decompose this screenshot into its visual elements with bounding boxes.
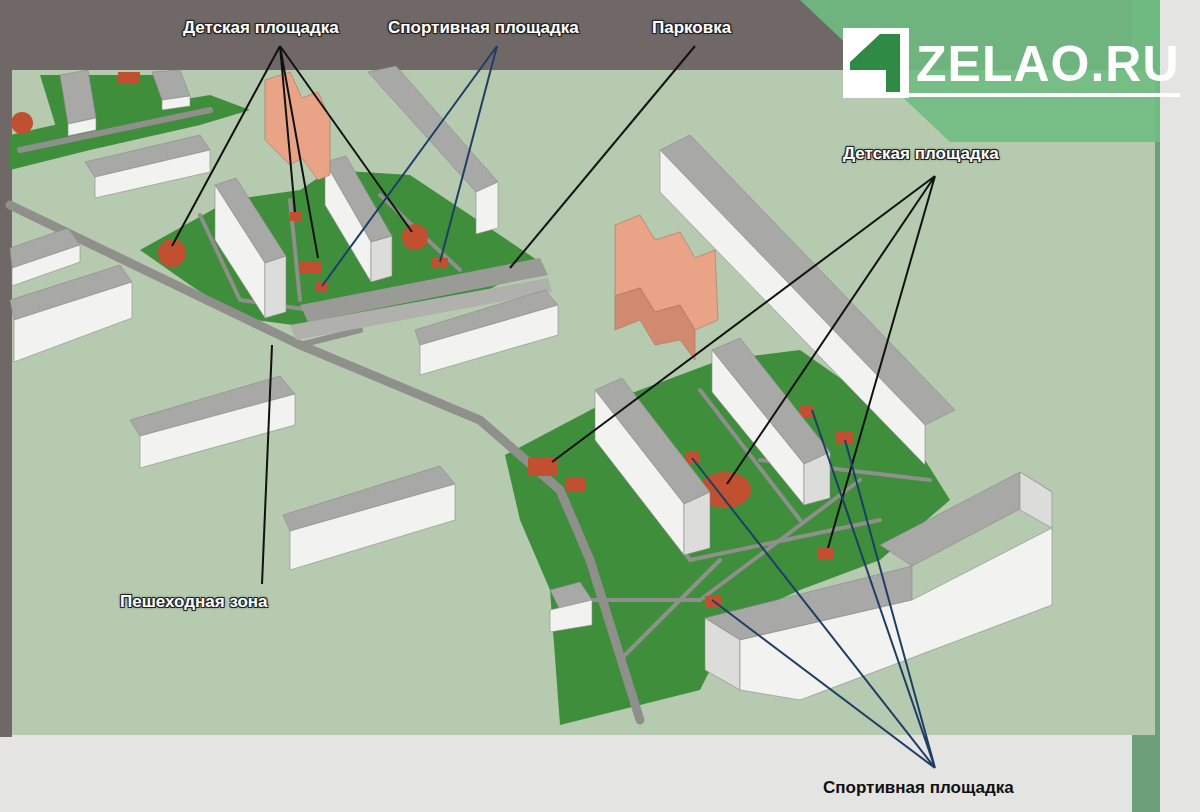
logo-icon: [843, 28, 909, 98]
map-ground: [12, 70, 1155, 735]
callout-label: Спортивная площадка: [388, 18, 579, 38]
playgrounds: [11, 72, 853, 608]
callout-label: Спортивная площадка: [823, 778, 1014, 798]
leader-lines: [172, 46, 935, 768]
left-band: [0, 72, 12, 737]
callout-label: Парковка: [652, 18, 731, 38]
logo-icon: [850, 34, 900, 92]
pink-buildings: [265, 72, 718, 360]
callout-label: Пешеходная зона: [120, 592, 268, 612]
buildings: [10, 66, 1052, 700]
callout-label: Детская площадка: [183, 18, 339, 38]
logo-underline: [843, 93, 1180, 97]
callout-label: Детская площадка: [843, 144, 999, 164]
watermark: ZELAO.RU: [916, 34, 1180, 94]
